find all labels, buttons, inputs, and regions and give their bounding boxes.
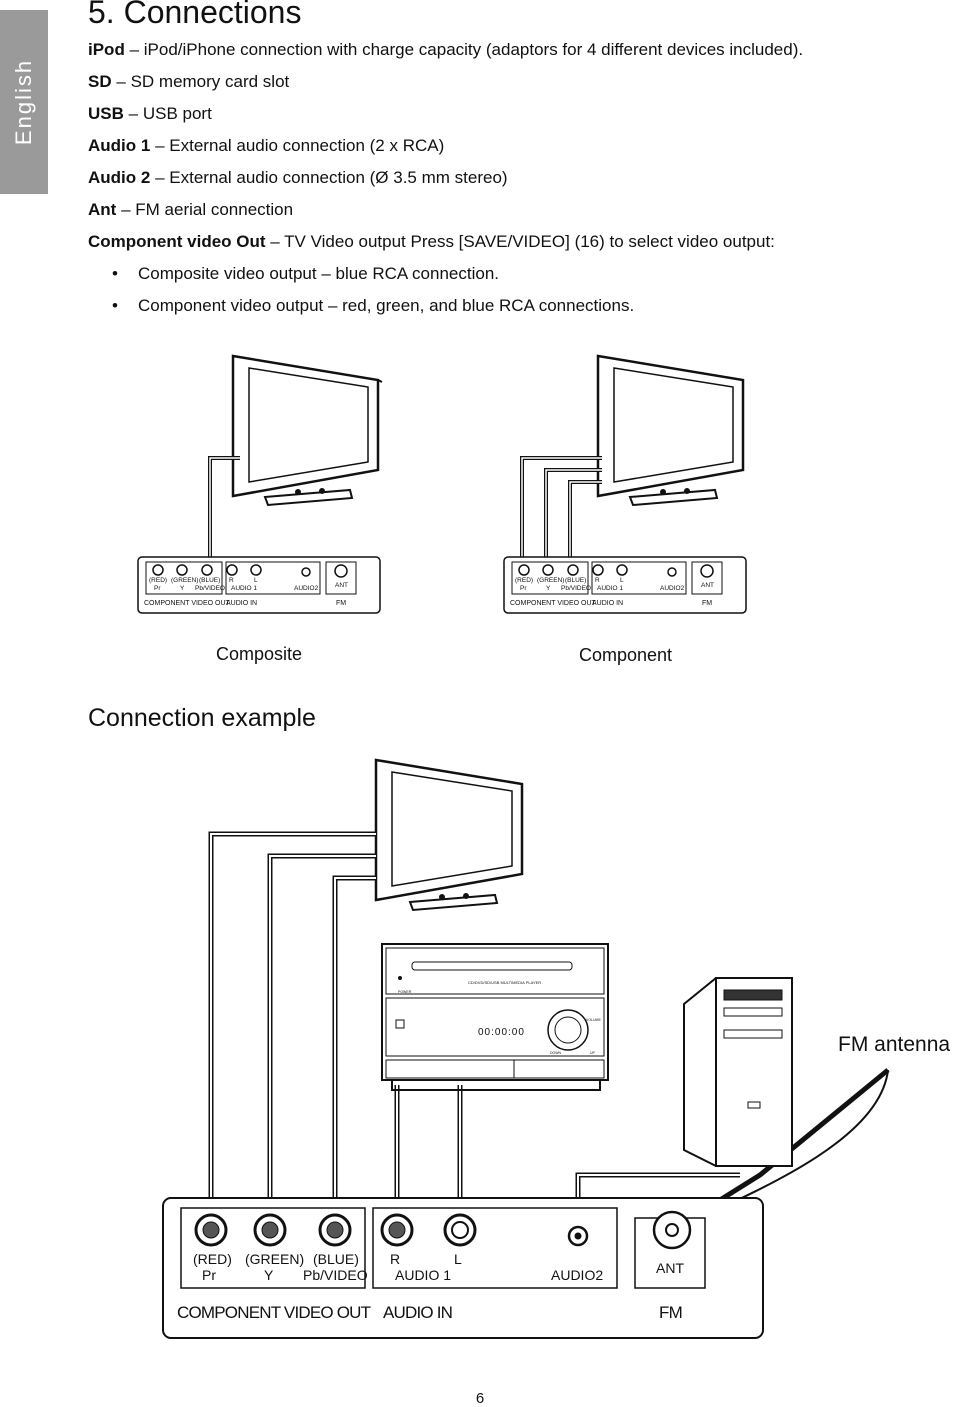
label-pr: Pr	[202, 1267, 216, 1283]
section-title: Connection example	[88, 704, 316, 732]
label-blue: (BLUE)	[565, 577, 586, 584]
label-audio-in: AUDIO IN	[383, 1303, 452, 1322]
connection-item-ipod: iPod – iPod/iPhone connection with charg…	[88, 40, 803, 60]
bullet-item: Composite video output – blue RCA connec…	[112, 264, 499, 284]
label-fm: FM	[659, 1303, 682, 1322]
device-name: CD/DVD/SD/USB MULTIMEDIA PLAYER	[468, 980, 541, 985]
connection-item-component: Component video Out – TV Video output Pr…	[88, 232, 775, 252]
connection-term: USB	[88, 104, 124, 123]
label-audio1: AUDIO 1	[597, 585, 623, 592]
page-title: 5. Connections	[88, 0, 302, 30]
label-pr: Pr	[520, 585, 527, 592]
connection-desc: External audio connection (2 x RCA)	[169, 136, 445, 155]
label-red: (RED)	[515, 577, 533, 584]
tv-example	[374, 758, 524, 912]
label-l: L	[254, 577, 258, 584]
caption-composite: Composite	[216, 644, 303, 664]
connection-term: SD	[88, 72, 112, 91]
label-red: (RED)	[193, 1251, 232, 1267]
dash: –	[128, 104, 139, 123]
language-tab: English	[0, 10, 48, 194]
label-r: R	[229, 577, 234, 584]
label-ant: ANT	[701, 582, 714, 589]
label-fm: FM	[702, 600, 712, 607]
label-pb-video: Pb/VIDEO	[195, 585, 225, 592]
caption-component: Component	[579, 645, 673, 665]
connection-desc: USB port	[142, 104, 212, 123]
device-volume: VOLUME	[586, 1018, 601, 1022]
connection-desc: iPod/iPhone connection with charge capac…	[143, 40, 804, 59]
dash: –	[155, 136, 165, 155]
label-audio-in: AUDIO IN	[226, 600, 257, 607]
pc-tower	[683, 977, 793, 1167]
connection-item-audio2: Audio 2 – External audio connection (Ø 3…	[88, 168, 508, 188]
connection-desc: SD memory card slot	[130, 72, 290, 91]
label-blue: (BLUE)	[199, 577, 220, 584]
dash: –	[270, 232, 280, 251]
label-audio2: AUDIO2	[551, 1267, 603, 1283]
connection-term: Component video Out	[88, 232, 266, 251]
label-component-video-out: COMPONENT VIDEO OUT	[144, 600, 231, 607]
connection-term: Audio 1	[88, 136, 151, 155]
device-power: POWER	[398, 990, 412, 994]
device-display: 00:00:00	[478, 1027, 525, 1038]
page-number: 6	[475, 1390, 485, 1407]
label-ant: ANT	[335, 582, 348, 589]
connection-item-ant: Ant – FM aerial connection	[88, 200, 293, 220]
multimedia-player	[381, 943, 609, 1091]
dash: –	[116, 72, 126, 91]
label-ant: ANT	[656, 1260, 684, 1276]
bullet-item: Component video output – red, green, and…	[112, 296, 634, 316]
label-l: L	[620, 577, 624, 584]
connection-desc: External audio connection (Ø 3.5 mm ster…	[169, 168, 508, 187]
connection-term: Audio 2	[88, 168, 151, 187]
connection-term: iPod	[88, 40, 125, 59]
fm-antenna-label: FM antenna	[838, 1033, 951, 1056]
dash: –	[129, 40, 140, 59]
panel-left: (RED) (GREEN) (BLUE) Pr Y Pb/VIDEO R L A…	[137, 556, 381, 614]
dash: –	[155, 168, 165, 187]
connection-item-usb: USB – USB port	[88, 104, 212, 124]
label-audio-in: AUDIO IN	[592, 600, 623, 607]
label-audio1: AUDIO 1	[395, 1267, 451, 1283]
connection-example-diagram: CD/DVD/SD/USB MULTIMEDIA PLAYER POWER VO…	[162, 758, 890, 1339]
label-pb-video: Pb/VIDEO	[561, 585, 591, 592]
panel-large: (RED) (GREEN) (BLUE) Pr Y Pb/VIDEO R L A…	[162, 1197, 764, 1339]
connection-desc: FM aerial connection	[135, 200, 294, 219]
tv-right	[596, 354, 745, 507]
connection-item-sd: SD – SD memory card slot	[88, 72, 289, 92]
label-green: (GREEN)	[171, 577, 198, 584]
label-l: L	[454, 1251, 462, 1267]
label-pr: Pr	[154, 585, 161, 592]
label-y: Y	[264, 1267, 274, 1283]
label-fm: FM	[336, 600, 346, 607]
label-audio2: AUDIO2	[660, 585, 685, 592]
device-up: UP	[590, 1051, 596, 1055]
label-audio1: AUDIO 1	[231, 585, 257, 592]
label-r: R	[390, 1251, 400, 1267]
tv-left	[231, 354, 383, 507]
label-pb-video: Pb/VIDEO	[303, 1267, 368, 1283]
label-green: (GREEN)	[537, 577, 564, 584]
connection-desc: TV Video output Press [SAVE/VIDEO] (16) …	[284, 232, 775, 251]
dash: –	[121, 200, 131, 219]
label-r: R	[595, 577, 600, 584]
panel-right: (RED) (GREEN) (BLUE) Pr Y Pb/VIDEO R L A…	[503, 556, 747, 614]
label-blue: (BLUE)	[313, 1251, 359, 1267]
label-component-video-out: COMPONENT VIDEO OUT	[510, 600, 597, 607]
label-component-video-out: COMPONENT VIDEO OUT	[177, 1303, 371, 1322]
label-audio2: AUDIO2	[294, 585, 319, 592]
label-red: (RED)	[149, 577, 167, 584]
device-down: DOWN	[550, 1051, 562, 1055]
connection-item-audio1: Audio 1 – External audio connection (2 x…	[88, 136, 444, 156]
component-cables	[520, 456, 602, 565]
connection-term: Ant	[88, 200, 117, 219]
label-green: (GREEN)	[245, 1251, 304, 1267]
label-y: Y	[180, 585, 185, 592]
label-y: Y	[546, 585, 551, 592]
connection-diagrams: (RED) (GREEN) (BLUE) Pr Y Pb/VIDEO R L A…	[137, 354, 747, 614]
